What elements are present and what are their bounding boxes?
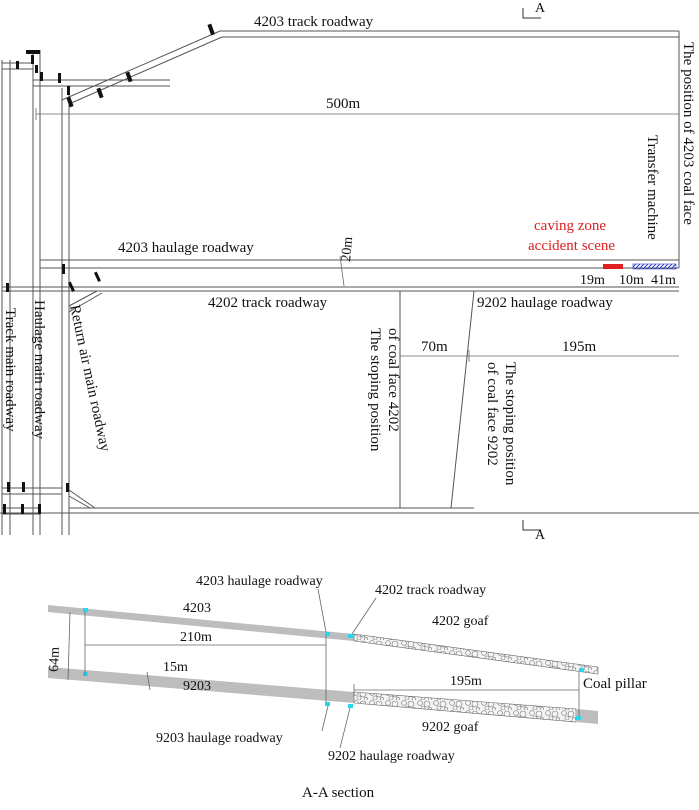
label-section-9202-haulage: 9202 haulage roadway xyxy=(328,749,455,764)
label-4203-haulage-roadway: 4203 haulage roadway xyxy=(118,240,254,256)
label-section-9203: 9203 xyxy=(183,679,211,694)
label-section-coal-pillar: Coal pillar xyxy=(583,676,647,692)
main-roadway-labels: Track main roadway Haulage main roadway … xyxy=(2,300,113,454)
caving-zone-bar xyxy=(603,264,623,269)
dimension-70m-195m: 70m 195m xyxy=(400,339,679,362)
label-section-4203-haulage: 4203 haulage roadway xyxy=(196,574,323,589)
label-4203-coal-face-position: The position of 4203 coal face xyxy=(680,42,696,225)
plan-view: A 4203 track roadway xyxy=(0,1,699,543)
label-19m: 19m xyxy=(580,273,605,288)
caving-zone: caving zone accident scene 19m 10m 41m xyxy=(528,218,677,288)
label-4203-track-roadway: 4203 track roadway xyxy=(254,14,374,30)
label-70m: 70m xyxy=(421,339,448,355)
label-41m: 41m xyxy=(651,273,676,288)
label-section-9202-goaf: 9202 goaf xyxy=(422,720,479,735)
label-stoping-4202-l1: The stoping position xyxy=(367,328,383,452)
label-caving-zone: caving zone xyxy=(534,218,606,234)
label-stoping-4202-l2: of coal face 4202 xyxy=(385,328,401,432)
label-transfer-machine: Transfer machine xyxy=(644,135,660,240)
label-section-15m: 15m xyxy=(163,660,188,675)
label-haulage-main-roadway: Haulage main roadway xyxy=(31,300,47,440)
coal-face-4203: The position of 4203 coal face Transfer … xyxy=(644,31,696,268)
label-track-main-roadway: Track main roadway xyxy=(2,308,18,432)
label-section-64m: 64m xyxy=(47,647,63,673)
roadway-4203-haulage: 4203 haulage roadway 20m xyxy=(40,236,679,287)
goaf-9202-area xyxy=(353,691,577,723)
main-roadways xyxy=(1,50,170,535)
label-stoping-9202-l2: of coal face 9202 xyxy=(484,362,500,466)
section-mark-top-label: A xyxy=(535,1,546,16)
label-section-195m: 195m xyxy=(450,674,482,689)
roadway-markers xyxy=(83,608,584,720)
section-mark-top: A xyxy=(522,1,546,19)
section-dimensions xyxy=(67,611,580,716)
label-9202-haulage-roadway: 9202 haulage roadway xyxy=(477,295,613,311)
label-4202-track-roadway: 4202 track roadway xyxy=(208,295,328,311)
label-section-9203-haulage: 9203 haulage roadway xyxy=(156,731,283,746)
label-section-4202-goaf: 4202 goaf xyxy=(432,614,489,629)
section-view: 4203 haulage roadway 4202 track roadway … xyxy=(47,574,647,801)
label-section-210m: 210m xyxy=(180,630,212,645)
label-stoping-position-9202: The stoping positionof coal face 9202 xyxy=(484,362,518,486)
label-20m: 20m xyxy=(339,236,356,262)
coal-pillar-block xyxy=(576,709,598,724)
section-mark-bottom-label: A xyxy=(535,528,546,543)
roadway-4202-track: 4202 track roadway 9202 haulage roadway xyxy=(2,286,679,313)
label-section-4203: 4203 xyxy=(183,601,211,616)
label-195m-plan: 195m xyxy=(562,339,597,355)
ventilation-doors xyxy=(3,23,215,514)
label-500m: 500m xyxy=(326,96,361,112)
label-stoping-9202-l1: The stoping position xyxy=(502,362,518,486)
section-mark-bottom: A xyxy=(522,520,546,543)
roadway-4203-track: 4203 track roadway xyxy=(61,14,679,105)
dimension-500m: 500m xyxy=(35,96,679,120)
seam-9203 xyxy=(48,667,354,703)
seam-4203 xyxy=(48,605,354,641)
goaf-4202-area xyxy=(353,633,599,675)
transfer-machine-bar xyxy=(632,263,677,270)
label-section-4202-track: 4202 track roadway xyxy=(375,583,486,598)
label-accident-scene: accident scene xyxy=(528,238,615,254)
label-return-air-main-roadway: Return air main roadway xyxy=(66,304,113,454)
section-title: A-A section xyxy=(302,785,375,801)
label-10m: 10m xyxy=(619,273,644,288)
